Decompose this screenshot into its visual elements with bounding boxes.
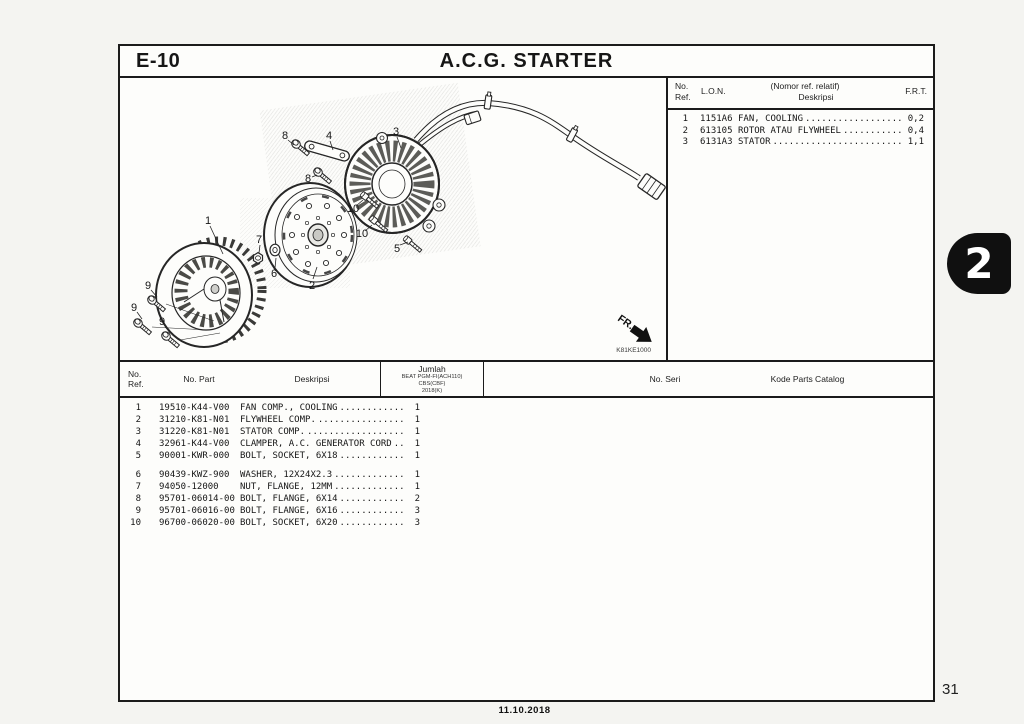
table-row: 3 31220-K81-N01 STATOR COMP. ...........…	[135, 427, 420, 437]
table-row: 1 19510-K44-V00 FAN COMP., COOLING .....…	[135, 403, 420, 413]
table-row: 1 1151A6 FAN, COOLING ..................…	[682, 114, 924, 124]
table-row: 8 95701-06014-00 BOLT, FLANGE, 6X14 ....…	[135, 494, 420, 504]
ref-col-no: No.	[675, 81, 689, 91]
page-title: A.C.G. STARTER	[439, 50, 614, 72]
callout-label: 8	[305, 173, 311, 185]
section-code: E-10	[136, 50, 181, 72]
callout-label: 5	[394, 243, 400, 255]
harness-clip-1	[483, 91, 493, 110]
table-row: 2 31210-K81-N01 FLYWHEEL COMP. .........…	[135, 415, 420, 425]
parts-col-deskripsi: Deskripsi	[294, 374, 330, 384]
table-row: 7 94050-12000 NUT, FLANGE, 12MM ........…	[135, 482, 420, 492]
sub-connector	[463, 110, 482, 126]
footer-date: 11.10.2018	[498, 705, 551, 716]
ref-col-ref: Ref.	[675, 92, 691, 102]
callout-label: 3	[393, 126, 399, 138]
wire-harness	[413, 91, 666, 200]
callout-leaders	[136, 136, 409, 341]
jumlah-model-line2: CBS(CBF)	[418, 381, 446, 387]
callout-label: 6	[271, 268, 277, 280]
page-frame: E-10 A.C.G. STARTER	[118, 44, 935, 702]
parts-table-rows: 1 19510-K44-V00 FAN COMP., COOLING .....…	[120, 403, 933, 531]
jumlah-model-line3: 2018(K)	[421, 388, 443, 394]
table-row: 6 90439-KWZ-900 WASHER, 12X24X2.3 ......…	[135, 470, 420, 480]
callout-label: 2	[309, 280, 315, 292]
ref-col-frt: F.R.T.	[905, 86, 927, 96]
part-washer	[269, 243, 281, 257]
callout-label: 1	[205, 215, 211, 227]
reference-table-header: No. Ref. L.O.N. (Nomor ref. relatif) Des…	[668, 78, 933, 110]
table-row: 5 90001-KWR-000 BOLT, SOCKET, 6X18 .....…	[135, 451, 420, 461]
ref-col-lon: L.O.N.	[701, 86, 726, 96]
callout-label: 10	[356, 228, 368, 240]
chapter-tab-number: 2	[964, 239, 994, 288]
page-number: 31	[942, 681, 959, 698]
callout-label: 9	[131, 302, 137, 314]
part-nut	[252, 251, 264, 265]
part-clamper	[304, 140, 350, 162]
table-row: 10 96700-06020-00 BOLT, SOCKET, 6X20 ...…	[130, 518, 420, 528]
part-flywheel	[263, 182, 358, 288]
reference-table-rows: 1 1151A6 FAN, COOLING ..................…	[668, 114, 933, 149]
callout-label: 10	[347, 203, 359, 215]
diagram-svg: 1 2 3 4 5 6 7 8 8 9 9 9 10 10 FR. K8	[131, 82, 666, 354]
page-header: E-10 A.C.G. STARTER	[120, 46, 933, 78]
parts-col-noseri: No. Seri	[649, 374, 681, 384]
table-row: 3 6131A3 STATOR ........................…	[682, 137, 924, 147]
reference-table: No. Ref. L.O.N. (Nomor ref. relatif) Des…	[666, 78, 933, 360]
diagram-code: K81KE1000	[616, 347, 651, 354]
callout-labels: 1 2 3 4 5 6 7 8 8 9 9 9 10 10	[131, 126, 400, 328]
callout-label: 9	[145, 280, 151, 292]
jumlah-title: Jumlah	[418, 364, 446, 374]
callout-label: 8	[282, 130, 288, 142]
callout-label: 9	[159, 316, 165, 328]
exploded-diagram: 1 2 3 4 5 6 7 8 8 9 9 9 10 10 FR. K8	[120, 78, 666, 360]
main-connector	[637, 173, 666, 200]
harness-clip-2	[566, 124, 579, 143]
fr-direction-icon: FR.	[615, 313, 652, 342]
ref-col-relatif: (Nomor ref. relatif)	[770, 81, 840, 91]
ref-col-deskripsi: Deskripsi	[798, 92, 834, 102]
parts-col-ref: Ref.	[128, 379, 144, 389]
parts-col-jumlah: Jumlah BEAT PGM-FI(ACH110) CBS(CBF) 2018…	[380, 362, 484, 396]
callout-label: 4	[326, 130, 332, 142]
table-row: 4 32961-K44-V00 CLAMPER, A.C. GENERATOR …	[135, 439, 420, 449]
part-stator	[344, 131, 446, 234]
part-fan	[155, 236, 267, 348]
parts-col-no: No.	[128, 369, 142, 379]
table-row: 2 613105 ROTOR ATAU FLYWHEEL ...........…	[682, 125, 924, 136]
jumlah-model-line1: BEAT PGM-FI(ACH110)	[401, 374, 463, 380]
callout-label: 7	[256, 234, 262, 246]
chapter-tab: 2	[947, 233, 1011, 294]
table-row: 9 95701-06016-00 BOLT, FLANGE, 6X16 ....…	[135, 506, 420, 516]
parts-table-header: No. Ref. No. Part Deskripsi Jumlah BEAT …	[120, 360, 933, 398]
parts-col-kode: Kode Parts Catalog	[770, 374, 845, 384]
parts-col-nopart: No. Part	[183, 374, 215, 384]
